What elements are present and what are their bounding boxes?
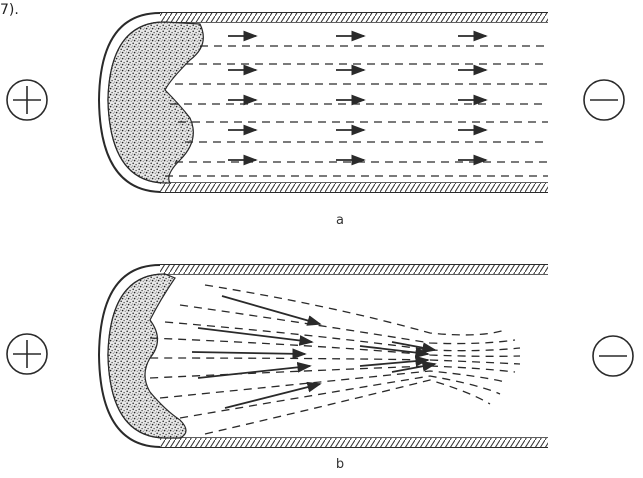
panel-label-a: a (336, 213, 344, 228)
minus-circle-icon (593, 336, 633, 376)
stippled-mass-a (108, 22, 203, 183)
plus-circle-icon (7, 80, 47, 120)
field-lines-a (165, 46, 548, 176)
minus-circle-icon (584, 80, 624, 120)
arrows-b (192, 296, 435, 408)
plus-circle-icon (7, 334, 47, 374)
header-fragment-text: 7). (0, 2, 19, 18)
field-lines-b (150, 285, 520, 434)
panel-b: b (7, 265, 633, 472)
panel-a: a (7, 13, 624, 228)
panel-label-b: b (336, 457, 344, 472)
